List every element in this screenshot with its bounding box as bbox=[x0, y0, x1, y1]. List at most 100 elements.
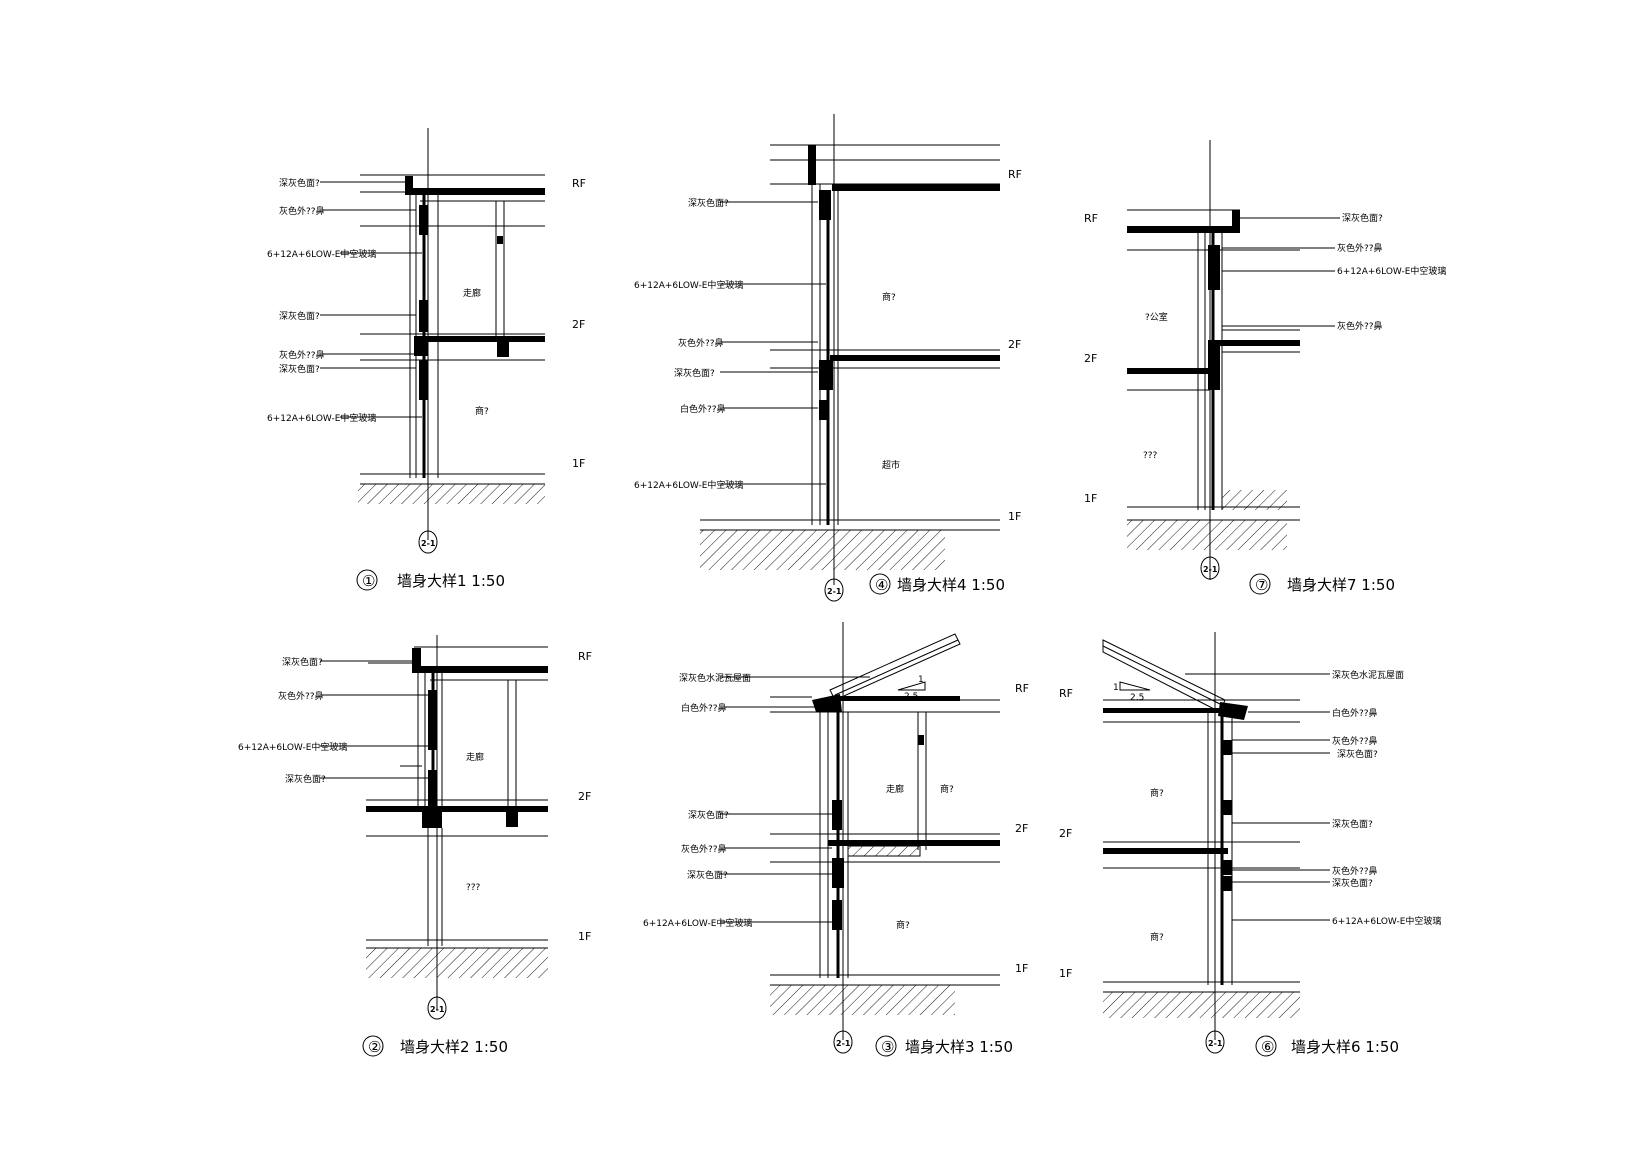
room-label: ?公室 bbox=[1145, 311, 1168, 323]
callout: 6+12A+6LOW-E中空玻璃 bbox=[634, 479, 743, 491]
axis-label: 2-1 bbox=[1203, 565, 1218, 574]
room-label: 超市 bbox=[882, 459, 900, 471]
detail-1 bbox=[320, 128, 545, 554]
callout: 6+12A+6LOW-E中空玻璃 bbox=[1337, 265, 1446, 277]
level-label: 2F bbox=[1008, 338, 1021, 351]
callout: 6+12A+6LOW-E中空玻璃 bbox=[267, 248, 376, 260]
callout: 灰色外??鼻 bbox=[1337, 320, 1383, 332]
callout: 深灰色面? bbox=[674, 367, 715, 379]
callout: 6+12A+6LOW-E中空玻璃 bbox=[643, 917, 752, 929]
room-label: 走廊 bbox=[466, 751, 484, 763]
level-label: RF bbox=[578, 650, 592, 663]
room-label: ??? bbox=[466, 883, 481, 893]
room-label: 商? bbox=[940, 783, 954, 795]
callout: 深灰色面? bbox=[279, 310, 320, 322]
callout: 深灰色水泥瓦屋面 bbox=[679, 672, 751, 684]
level-label: RF bbox=[572, 177, 586, 190]
slope-rise: 1 bbox=[918, 675, 924, 685]
callout: 深灰色面? bbox=[1332, 877, 1373, 889]
detail-number: ⑦ bbox=[1255, 576, 1268, 594]
callout: 深灰色面? bbox=[279, 363, 320, 375]
detail-7 bbox=[1127, 140, 1340, 580]
detail-number: ① bbox=[362, 572, 375, 590]
detail-title: 墙身大样1 1:50 bbox=[397, 572, 505, 590]
callout: 白色外??鼻 bbox=[1332, 707, 1378, 719]
callout: 深灰色面? bbox=[688, 809, 729, 821]
level-label: RF bbox=[1015, 682, 1029, 695]
level-label: RF bbox=[1059, 687, 1073, 700]
detail-1-text: 深灰色面? 灰色外??鼻 6+12A+6LOW-E中空玻璃 深灰色面? 灰色外?… bbox=[267, 177, 586, 591]
detail-6 bbox=[1102, 632, 1330, 1054]
axis-label: 2-1 bbox=[827, 587, 842, 596]
level-label: 1F bbox=[572, 457, 585, 470]
detail-4-text: 深灰色面? 6+12A+6LOW-E中空玻璃 灰色外??鼻 深灰色面? 白色外?… bbox=[634, 168, 1022, 596]
axis-label: 2-1 bbox=[430, 1005, 445, 1014]
callout: 6+12A+6LOW-E中空玻璃 bbox=[634, 279, 743, 291]
room-label: 走廊 bbox=[463, 287, 481, 299]
detail-number: ⑥ bbox=[1261, 1038, 1274, 1056]
detail-4 bbox=[700, 114, 1000, 602]
level-label: RF bbox=[1084, 212, 1098, 225]
callout: 深灰色面? bbox=[1342, 212, 1383, 224]
level-label: 1F bbox=[1084, 492, 1097, 505]
room-label: 商? bbox=[1150, 931, 1164, 943]
callout: 深灰色水泥瓦屋面 bbox=[1332, 669, 1404, 681]
callout: 6+12A+6LOW-E中空玻璃 bbox=[1332, 915, 1441, 927]
slope-run: 2.5 bbox=[904, 692, 918, 702]
callout: 6+12A+6LOW-E中空玻璃 bbox=[238, 741, 347, 753]
callout: 深灰色面? bbox=[687, 869, 728, 881]
detail-title: 墙身大样6 1:50 bbox=[1291, 1038, 1399, 1056]
callout: 白色外??鼻 bbox=[680, 403, 726, 415]
room-label: 商? bbox=[882, 291, 896, 303]
detail-7-text: 深灰色面? 灰色外??鼻 6+12A+6LOW-E中空玻璃 灰色外??鼻 RF … bbox=[1084, 212, 1446, 595]
slope-run: 2.5 bbox=[1130, 693, 1144, 703]
callout: 深灰色面? bbox=[282, 656, 323, 668]
callout: 白色外??鼻 bbox=[681, 702, 727, 714]
callout: 灰色外??鼻 bbox=[681, 843, 727, 855]
callout: 灰色外??鼻 bbox=[1332, 735, 1378, 747]
level-label: 2F bbox=[572, 318, 585, 331]
callout: 深灰色面? bbox=[688, 197, 729, 209]
callout: 灰色外??鼻 bbox=[279, 205, 325, 217]
axis-label: 2-1 bbox=[1208, 1039, 1223, 1048]
callout: 灰色外??鼻 bbox=[279, 349, 325, 361]
room-label: 商? bbox=[1150, 787, 1164, 799]
level-label: 2F bbox=[1015, 822, 1028, 835]
room-label: 商? bbox=[475, 405, 489, 417]
detail-title: 墙身大样3 1:50 bbox=[905, 1038, 1013, 1056]
callout: 深灰色面? bbox=[1337, 748, 1378, 760]
detail-title: 墙身大样7 1:50 bbox=[1287, 576, 1395, 594]
callout: 灰色外??鼻 bbox=[1337, 242, 1383, 254]
slope-rise: 1 bbox=[1113, 683, 1119, 693]
detail-3-text: 深灰色水泥瓦屋面 白色外??鼻 深灰色面? 灰色外??鼻 深灰色面? 6+12A… bbox=[643, 672, 1029, 1057]
callout: 灰色外??鼻 bbox=[1332, 865, 1378, 877]
detail-2-text: 深灰色面? 灰色外??鼻 6+12A+6LOW-E中空玻璃 深灰色面? RF 2… bbox=[238, 650, 592, 1057]
detail-number: ④ bbox=[875, 576, 888, 594]
callout: 6+12A+6LOW-E中空玻璃 bbox=[267, 412, 376, 424]
axis-label: 2-1 bbox=[836, 1039, 851, 1048]
detail-title: 墙身大样2 1:50 bbox=[400, 1038, 508, 1056]
level-label: 1F bbox=[1059, 967, 1072, 980]
detail-title: 墙身大样4 1:50 bbox=[897, 576, 1005, 594]
detail-number: ③ bbox=[881, 1038, 894, 1056]
callout: 灰色外??鼻 bbox=[678, 337, 724, 349]
room-label: 商? bbox=[896, 919, 910, 931]
detail-3 bbox=[720, 622, 1000, 1054]
callout: 深灰色面? bbox=[1332, 818, 1373, 830]
level-label: 1F bbox=[578, 930, 591, 943]
level-label: 2F bbox=[1059, 827, 1072, 840]
callout: 深灰色面? bbox=[279, 177, 320, 189]
axis-label: 2-1 bbox=[421, 539, 436, 548]
callout: 灰色外??鼻 bbox=[278, 690, 324, 702]
detail-number: ② bbox=[368, 1038, 381, 1056]
level-label: 2F bbox=[578, 790, 591, 803]
callout: 深灰色面? bbox=[285, 773, 326, 785]
detail-2 bbox=[320, 635, 548, 1020]
room-label: 走廊 bbox=[886, 783, 904, 795]
detail-6-text: 深灰色水泥瓦屋面 白色外??鼻 灰色外??鼻 深灰色面? 深灰色面? 灰色外??… bbox=[1059, 669, 1441, 1057]
level-label: 1F bbox=[1008, 510, 1021, 523]
room-label: ??? bbox=[1143, 451, 1158, 461]
level-label: 1F bbox=[1015, 962, 1028, 975]
